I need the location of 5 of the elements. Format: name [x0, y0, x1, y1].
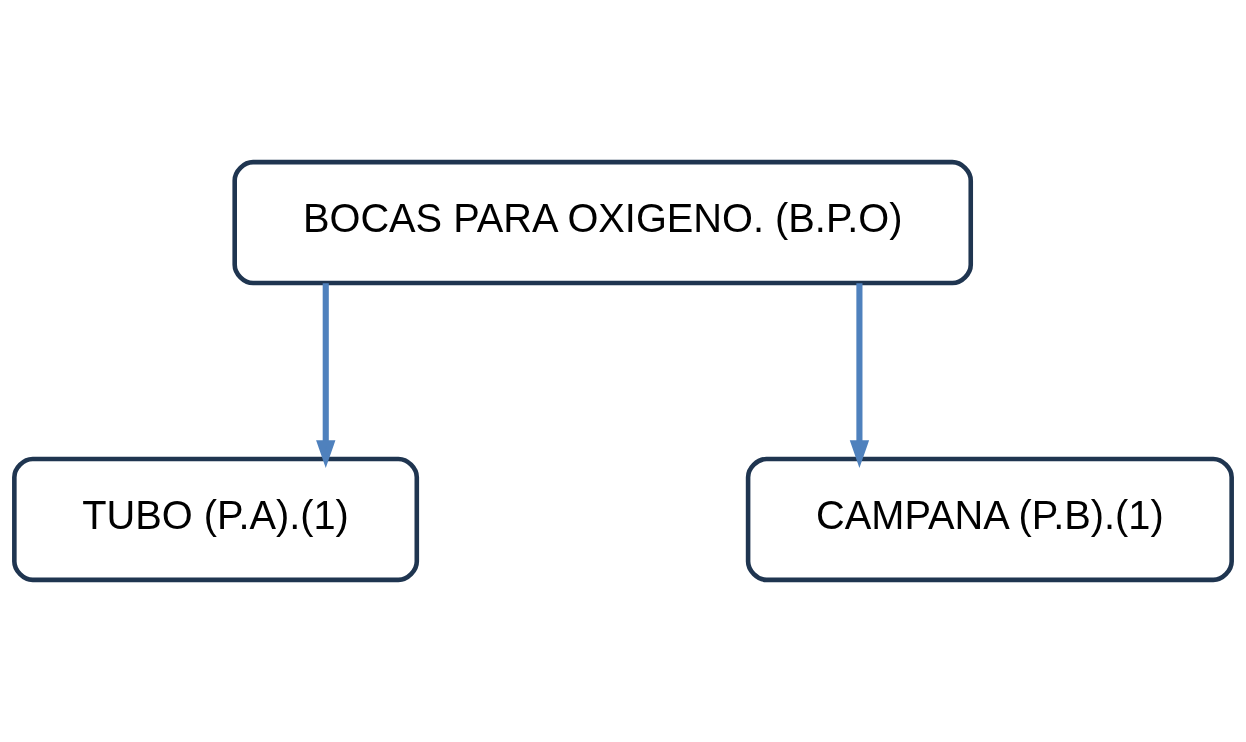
node-box: CAMPANA (P.B).(1) — [745, 456, 1234, 583]
node-box: TUBO (P.A).(1) — [12, 456, 420, 583]
arrow — [849, 283, 870, 468]
arrow — [316, 283, 336, 468]
node-box: BOCAS PARA OXIGENO. (B.P.O) — [232, 159, 974, 286]
